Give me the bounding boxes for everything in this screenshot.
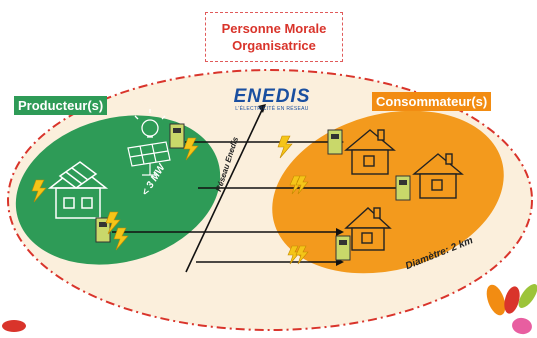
- decorative-petals: [2, 284, 537, 335]
- producer-house-icon: [47, 161, 109, 219]
- enedis-logo-text: ENEDIS: [233, 86, 311, 107]
- title-line-2: Organisatrice: [232, 38, 316, 53]
- enedis-tagline: L'ÉLECTRICITÉ EN RÉSEAU: [235, 106, 309, 112]
- consumer-house-icon-2: [412, 153, 464, 199]
- consumer-house-icon-1: [344, 129, 396, 175]
- consumer-meter-icons: [327, 129, 411, 261]
- lightning-icon: [31, 135, 309, 265]
- lightbulb-icon: [134, 109, 166, 138]
- producers-label: Producteur(s): [14, 96, 108, 115]
- consumers-label: Consommateur(s): [372, 92, 492, 111]
- meter-icon: [95, 123, 185, 243]
- producer-zone: [15, 115, 221, 265]
- title-box: Personne Morale Organisatrice: [205, 12, 343, 62]
- title-line-1: Personne Morale: [221, 21, 327, 36]
- network-lines: [112, 109, 396, 273]
- enedis-logo: ENEDIS L'ÉLECTRICITÉ EN RÉSEAU: [232, 86, 312, 112]
- solar-panel-icon: [127, 141, 171, 176]
- consumer-house-icon-3: [344, 207, 392, 251]
